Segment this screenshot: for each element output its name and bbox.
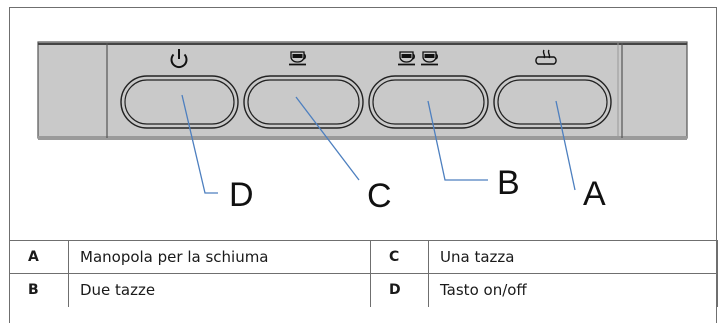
legend-key: C (370, 240, 429, 274)
power-button (120, 75, 239, 129)
legend-row: A Manopola per la schiuma C Una tazza (9, 240, 718, 274)
legend-key: D (370, 273, 429, 307)
legend-key: A (9, 240, 69, 274)
legend-key: B (9, 273, 69, 307)
legend-table: A Manopola per la schiuma C Una tazza B … (9, 240, 718, 307)
legend-label: Tasto on/off (428, 273, 718, 307)
double-cup-icon (398, 51, 438, 66)
legend-label: Due tazze (68, 273, 371, 307)
double-cup-button (368, 75, 489, 129)
callout-leader-d (181, 94, 218, 194)
power-icon (170, 49, 188, 69)
callout-label-c: C (367, 177, 392, 215)
callout-label-a: A (583, 175, 606, 213)
single-cup-icon (289, 51, 306, 66)
legend-label: Una tazza (428, 240, 718, 274)
steam-button (493, 75, 612, 129)
callout-leader-c (295, 96, 360, 181)
figure-frame (9, 7, 717, 323)
legend-label: Manopola per la schiuma (68, 240, 371, 274)
callout-label-b: B (497, 164, 520, 202)
callout-label-d: D (229, 176, 254, 214)
callout-leader-a (555, 100, 576, 191)
legend-row: B Due tazze D Tasto on/off (9, 273, 718, 307)
single-cup-button (243, 75, 364, 129)
control-panel-illustration: D C B A (37, 41, 688, 215)
steam-icon (535, 49, 557, 65)
callout-leader-b (427, 100, 488, 181)
